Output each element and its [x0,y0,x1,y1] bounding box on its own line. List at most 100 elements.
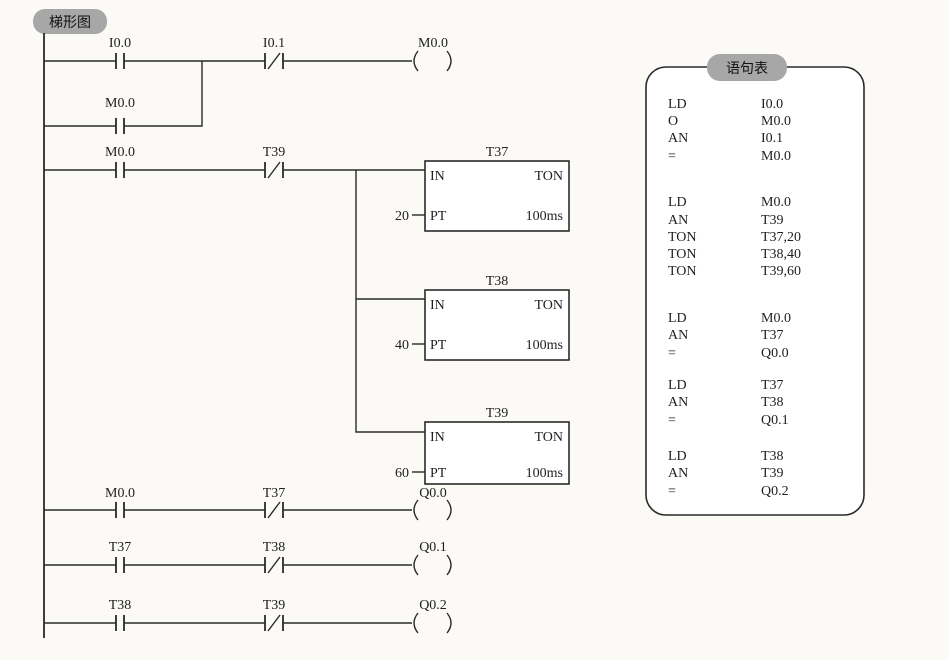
contact-nc [264,161,284,179]
stl-group-1: LD I0.0 O M0.0 AN I0.1 = M0.0 [668,97,791,164]
contact-label: M0.0 [105,145,135,160]
contact-label: M0.0 [105,486,135,501]
rung-2: M0.0 T39 T37 IN TON PT 100ms 20 T38 IN [44,145,570,485]
stl-arg: T38,40 [761,247,801,262]
contact-label: T38 [109,598,132,613]
timer-in-pin: IN [430,430,445,445]
stl-arg: T38 [761,395,784,410]
timer-in-pin: IN [430,298,445,313]
stl-op: LD [668,311,687,326]
stl-tag: 语句表 [707,54,787,81]
stl-arg: M0.0 [761,149,791,164]
timer-pt-pin: PT [430,209,447,224]
stl-op: LD [668,195,687,210]
contact-label: T37 [263,486,286,501]
timer-type: TON [534,298,563,313]
stl-arg: T38 [761,449,784,464]
stl-arg: T37,20 [761,230,801,245]
contact-label: I0.0 [109,36,131,51]
contact-label: T38 [263,540,286,555]
rung-3: M0.0 T37 Q0.0 [44,486,452,521]
stl-arg: Q0.2 [761,484,789,499]
contact-nc [264,501,284,519]
coil-label: Q0.1 [419,540,447,555]
stl-op: LD [668,97,687,112]
rung-1-branch-wire [44,61,203,127]
stl-arg: M0.0 [761,195,791,210]
stl-arg: I0.1 [761,131,783,146]
stl-arg: T39,60 [761,264,801,279]
stl-group-3: LD M0.0 AN T37 = Q0.0 [668,311,791,361]
stl-arg: Q0.0 [761,346,789,361]
timer-in-pin: IN [430,169,445,184]
contact-no [115,162,125,178]
stl-arg: T39 [761,213,784,228]
ladder-tag-label: 梯形图 [49,15,91,31]
stl-op: = [668,413,676,428]
contact-label: T39 [263,598,286,613]
contact-no [115,118,125,134]
timer-block: T39 IN TON PT 100ms 60 [395,406,570,485]
stl-arg: I0.0 [761,97,783,112]
stl-op: O [668,114,678,129]
stl-op: TON [668,230,697,245]
contact-nc [264,614,284,632]
coil-label: M0.0 [418,36,448,51]
stl-group-2: LD M0.0 AN T39 TON T37,20 TON T38,40 TON… [668,195,801,279]
coil-symbol [413,612,452,634]
stl-op: TON [668,264,697,279]
stl-section: 语句表 LD I0.0 O M0.0 AN I0.1 = M0.0 LD M0.… [645,54,865,516]
stl-op: AN [668,131,688,146]
stl-op: AN [668,328,688,343]
stl-arg: M0.0 [761,114,791,129]
stl-op: AN [668,213,688,228]
contact-no [115,502,125,518]
coil-label: Q0.0 [419,486,447,501]
stl-op: TON [668,247,697,262]
timer-time-base: 100ms [526,466,563,481]
timer-pt-pin: PT [430,466,447,481]
stl-tag-background [707,54,787,81]
ladder-tag-background [33,9,107,34]
coil-symbol [413,554,452,576]
timer-type: TON [534,169,563,184]
timer-block: T37 IN TON PT 100ms 20 [395,145,570,232]
stl-op: = [668,346,676,361]
stl-op: AN [668,466,688,481]
timer-name: T37 [486,145,509,160]
timer-preset: 20 [395,209,409,224]
stl-arg: M0.0 [761,311,791,326]
stl-op: LD [668,378,687,393]
stl-arg: T37 [761,378,784,393]
contact-label: I0.1 [263,36,285,51]
rung-4: T37 T38 Q0.1 [44,540,452,576]
stl-op: AN [668,395,688,410]
stl-group-4: LD T37 AN T38 = Q0.1 [668,378,789,428]
stl-op: LD [668,449,687,464]
coil-label: Q0.2 [419,598,447,613]
timer-name: T39 [486,406,509,421]
timer-name: T38 [486,274,509,289]
contact-no [115,557,125,573]
contact-label: M0.0 [105,96,135,111]
contact-label: T39 [263,145,286,160]
rung-5: T38 T39 Q0.2 [44,598,452,634]
stl-op: = [668,149,676,164]
timer-box [424,160,570,232]
ladder-section: 梯形图 I0.0 M0.0 I0.1 M0.0 [33,9,570,638]
rung-1: I0.0 M0.0 I0.1 M0.0 [44,36,452,134]
stl-arg: T39 [761,466,784,481]
timer-box [424,421,570,485]
coil-symbol [413,499,452,521]
contact-nc [264,52,284,70]
stl-tag-label: 语句表 [726,61,768,77]
timer-preset: 60 [395,466,409,481]
stl-group-5: LD T38 AN T39 = Q0.2 [668,449,789,499]
stl-op: = [668,484,676,499]
contact-nc [264,556,284,574]
coil-symbol [413,50,452,72]
stl-arg: T37 [761,328,784,343]
timer-time-base: 100ms [526,338,563,353]
rung-2-branch-wire [355,170,425,433]
